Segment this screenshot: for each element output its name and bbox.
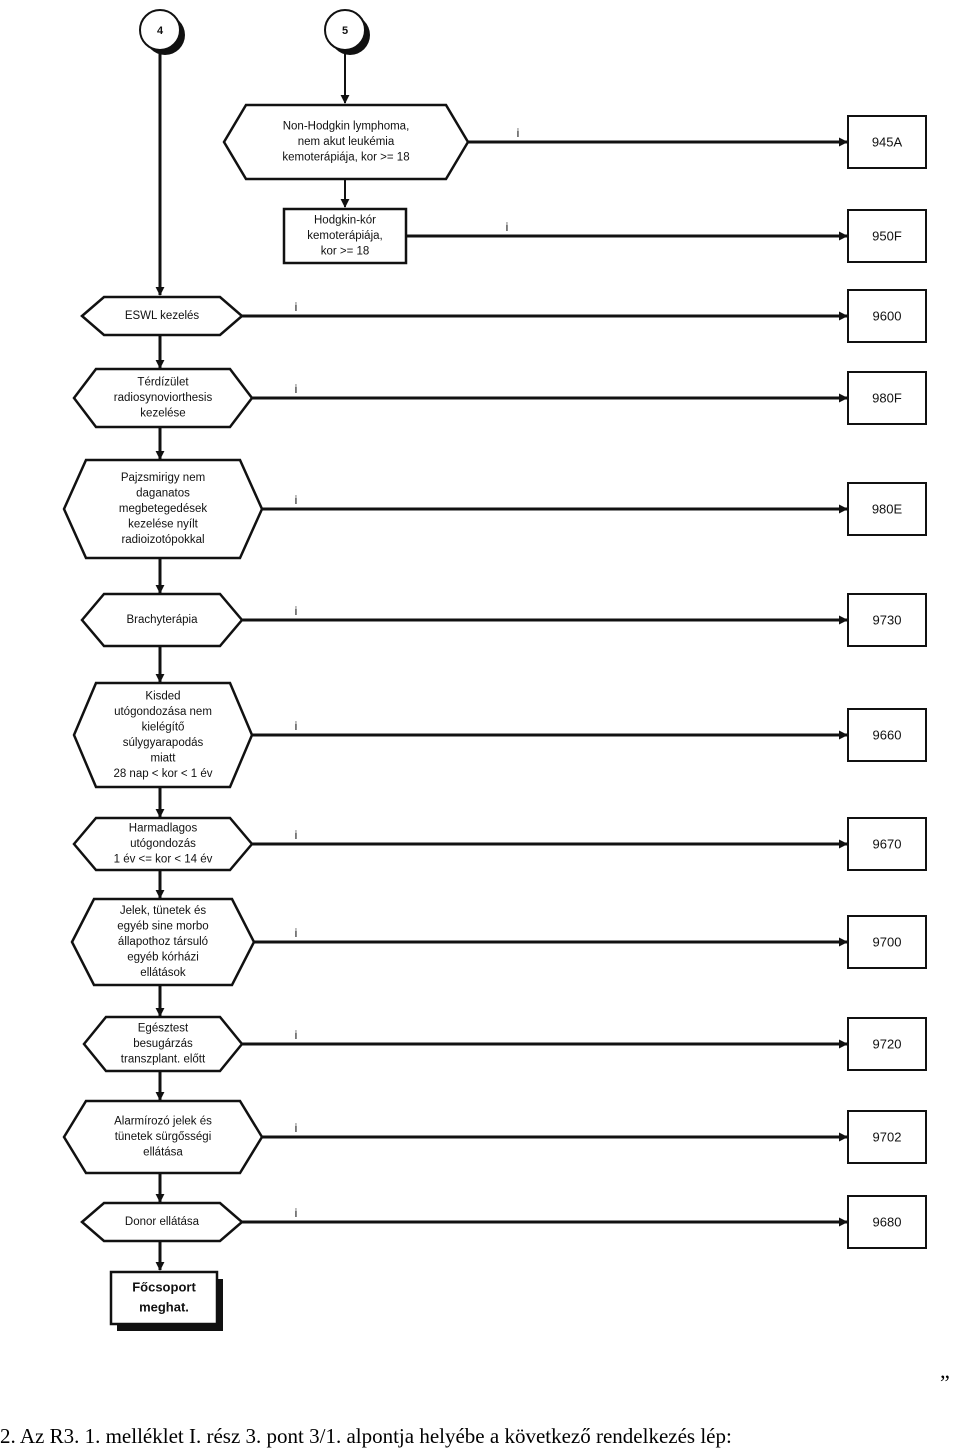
yes-label: i: [295, 1206, 298, 1220]
decision-label: utógondozás: [130, 838, 196, 850]
decision-label: Hodgkin-kór: [314, 215, 376, 227]
terminal-label: meghat.: [139, 1299, 189, 1314]
decision-label: Alarmírozó jelek és: [114, 1116, 212, 1128]
decision-kisded: [72, 681, 254, 789]
result-box-9720: [847, 1017, 927, 1071]
decision-label: Brachyterápia: [127, 614, 199, 626]
decision-label: tünetek sürgősségi: [115, 1131, 212, 1143]
result-code: 9680: [873, 1214, 902, 1229]
result-box-9600: [847, 289, 927, 343]
result-box-9670: [847, 817, 927, 871]
flow-edges: i i i i i i i i i i i i: [155, 52, 848, 1271]
result-code: 945A: [872, 134, 903, 149]
result-code: 980E: [872, 501, 903, 516]
yes-label: i: [295, 604, 298, 618]
result-code: 9720: [873, 1036, 902, 1051]
result-codes: 945A 950F 9600 980F 980E 9730 9660 9670 9700 9720…: [847, 115, 927, 1249]
decision-label: egyéb sine morbo: [117, 921, 208, 933]
decision-egesz: [82, 1015, 244, 1073]
decision-label: kemoterápiája, kor >= 18: [282, 152, 409, 164]
decision-label: nem akut leukémia: [298, 136, 395, 148]
decision-label: egyéb kórházi: [127, 952, 199, 964]
decision-label: kezelése nyílt: [128, 519, 198, 531]
decision-label: 28 nap < kor < 1 év: [113, 768, 212, 780]
decision-jelek: [70, 897, 256, 987]
decision-harmad: [72, 816, 254, 872]
decision-label: daganatos: [136, 488, 190, 500]
decision-label: miatt: [151, 752, 177, 764]
decision-label: kezelése: [140, 408, 185, 420]
yes-label: i: [295, 1121, 298, 1135]
result-code: 950F: [872, 228, 902, 243]
result-box-9660: [847, 708, 927, 762]
decision-label: utógondozása nem: [114, 706, 212, 718]
result-box-945A: [847, 115, 927, 169]
decision-label: Jelek, tünetek és: [120, 905, 207, 917]
decision-terd: [72, 367, 254, 429]
footer-text: 2. Az R3. 1. melléklet I. rész 3. pont 3…: [0, 1424, 732, 1448]
result-box-9702: [847, 1110, 927, 1164]
decision-label: radioizotópokkal: [121, 534, 204, 546]
decision-label: 1 év <= kor < 14 év: [114, 854, 213, 866]
result-box-9700: [847, 915, 927, 969]
decision-label: Egésztest: [138, 1023, 189, 1035]
connector-label: 4: [157, 25, 164, 37]
result-box-950F: [847, 209, 927, 263]
result-box-9730: [847, 593, 927, 647]
quote-mark: „: [940, 1358, 950, 1383]
decision-label: kielégítő: [142, 721, 185, 733]
decision-label: súlygyarapodás: [123, 737, 204, 749]
decision-label: ellátások: [140, 967, 186, 979]
decision-label: ellátása: [143, 1147, 183, 1159]
yes-label: i: [295, 382, 298, 396]
decision-label: megbetegedések: [119, 503, 207, 515]
terminal-box: [109, 1270, 219, 1326]
decision-label: Térdízület: [137, 377, 189, 389]
decision-label: Harmadlagos: [129, 823, 198, 835]
decision-eswl: [80, 295, 244, 337]
yes-label: i: [506, 220, 509, 234]
decision-donor: [80, 1201, 244, 1243]
yes-label: i: [517, 126, 520, 140]
decision-nhl: [222, 103, 470, 181]
yes-label: i: [295, 719, 298, 733]
decision-label: Kisded: [145, 690, 180, 702]
decision-pajzs: [62, 458, 264, 560]
yes-label: i: [295, 1028, 298, 1042]
decision-label: Non-Hodgkin lymphoma,: [283, 121, 410, 133]
decision-label: radiosynoviorthesis: [114, 392, 213, 404]
result-code: 9730: [873, 612, 902, 627]
result-box-9680: [847, 1195, 927, 1249]
result-code: 9600: [873, 308, 902, 323]
result-code: 9670: [873, 836, 902, 851]
decision-brachy: [80, 592, 244, 648]
result-code: 9702: [873, 1129, 902, 1144]
decision-label: besugárzás: [133, 1038, 193, 1050]
result-box-980F: [847, 371, 927, 425]
terminal-label: Főcsoport: [132, 1279, 196, 1294]
decision-alarm: [62, 1099, 264, 1175]
decision-label: állapothoz társuló: [118, 936, 208, 948]
decision-label: kor >= 18: [321, 246, 370, 258]
yes-label: i: [295, 300, 298, 314]
decision-label: kemoterápiája,: [307, 230, 382, 242]
connector-5: [324, 9, 366, 51]
result-box-980E: [847, 482, 927, 536]
result-code: 9700: [873, 934, 902, 949]
result-code: 9660: [873, 727, 902, 742]
decision-label: Donor ellátása: [125, 1216, 200, 1228]
connector-label: 5: [342, 25, 348, 37]
yes-label: i: [295, 493, 298, 507]
decision-label: ESWL kezelés: [125, 310, 200, 322]
yes-label: i: [295, 828, 298, 842]
result-code: 980F: [872, 390, 902, 405]
decision-label: Pajzsmirigy nem: [121, 472, 205, 484]
decision-label: transzplant. előtt: [121, 1054, 206, 1066]
yes-label: i: [295, 926, 298, 940]
connector-4: [139, 9, 181, 51]
decision-hodgkin: [282, 207, 408, 265]
